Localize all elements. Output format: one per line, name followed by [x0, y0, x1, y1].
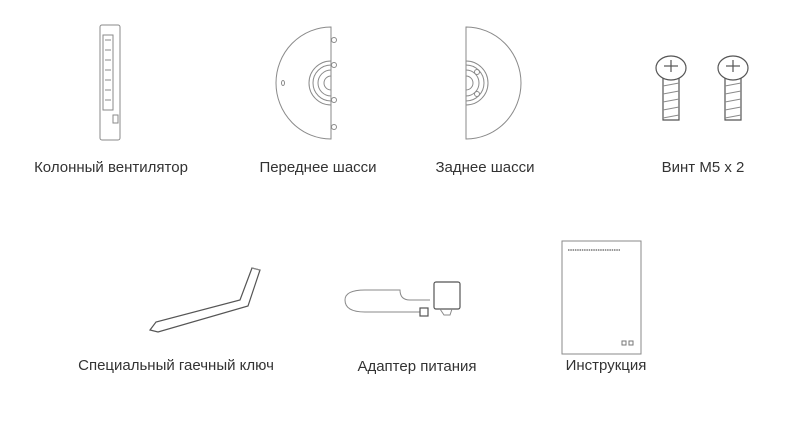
screw-icon	[655, 55, 687, 121]
wrench-image	[148, 267, 261, 333]
manual-image	[561, 240, 642, 355]
item-label-tower-fan: Колонный вентилятор	[34, 159, 188, 176]
screw-icon	[717, 55, 749, 121]
item-label-screws: Винт M5 x 2	[661, 159, 745, 176]
rear-chassis-image	[465, 26, 522, 140]
front-chassis-image	[275, 26, 337, 140]
item-label-front-chassis: Переднее шасси	[259, 159, 377, 176]
item-label-wrench: Специальный гаечный ключ	[78, 357, 274, 374]
tower-fan-image	[99, 24, 121, 141]
power-adapter-image	[344, 281, 461, 317]
item-label-rear-chassis: Заднее шасси	[435, 159, 535, 176]
item-label-manual: Инструкция	[565, 357, 647, 374]
item-label-power-adapter: Адаптер питания	[357, 358, 477, 375]
